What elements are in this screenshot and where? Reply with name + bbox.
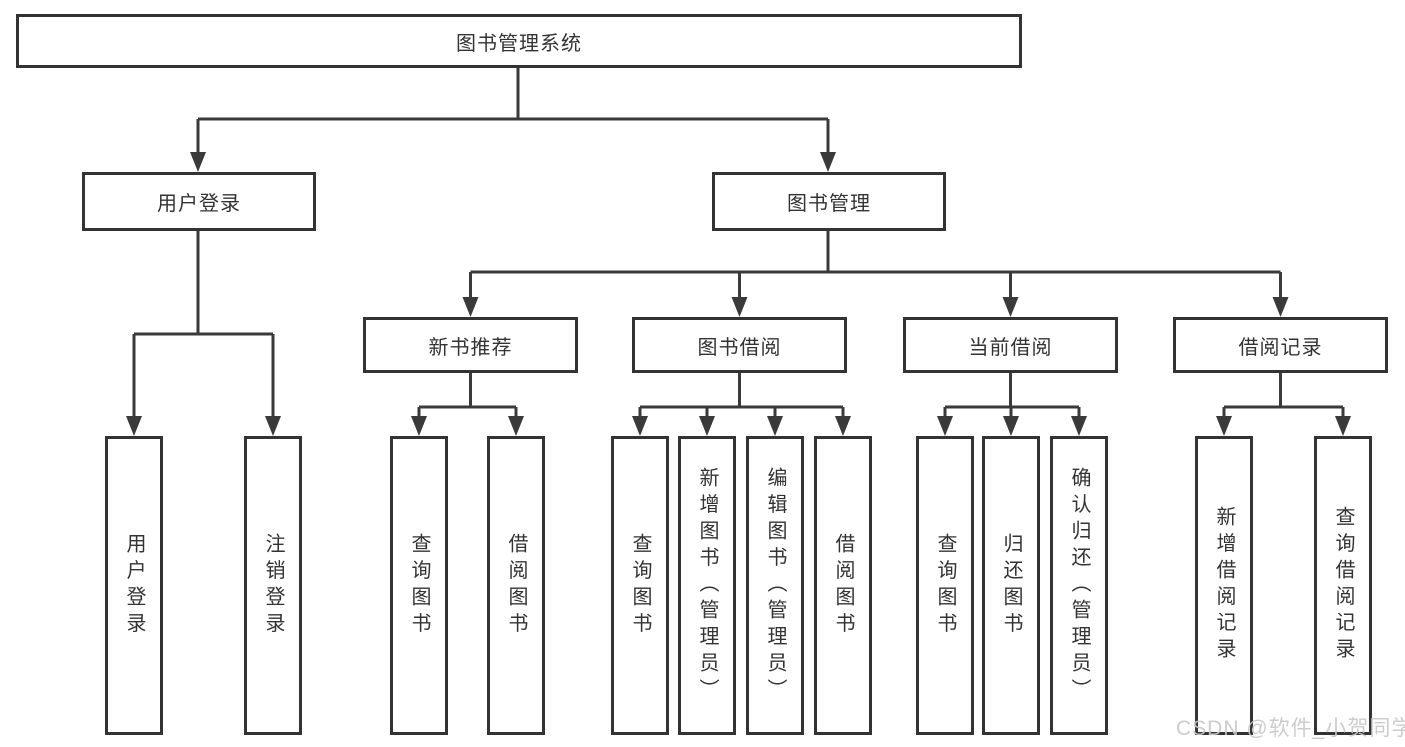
arrow-down-icon [462,297,479,317]
arrow-down-icon [411,416,427,436]
node-label: 查询图书 [629,532,651,639]
node-label: 借阅图书 [505,532,527,639]
arrow-down-icon [265,416,281,436]
arrow-down-icon [1003,416,1019,436]
node-leaf-query-books-2: 查询图书 [611,436,669,735]
arrow-down-icon [767,416,783,436]
node-leaf-edit-book-admin: 编辑图书（管理员） [746,436,804,735]
node-book-borrowing: 图书借阅 [632,317,847,373]
node-leaf-add-borrow-record: 新增借阅记录 [1195,436,1253,735]
node-leaf-query-borrow-record: 查询借阅记录 [1314,436,1372,735]
arrow-down-icon [190,152,206,172]
node-label: 新增借阅记录 [1213,506,1235,665]
connector-path [132,68,1345,420]
node-root: 图书管理系统 [16,14,1022,68]
arrow-down-icon [820,152,836,172]
node-label: 注销登录 [262,532,284,639]
arrow-down-icon [1002,297,1019,317]
arrow-down-icon [1335,416,1351,436]
arrow-down-icon [632,416,648,436]
node-label: 编辑图书（管理员） [764,466,786,705]
node-label: 借阅图书 [832,532,854,639]
node-label: 查询借阅记录 [1332,506,1354,665]
arrow-down-icon [126,416,142,436]
node-current-borrowing: 当前借阅 [903,317,1118,373]
node-leaf-borrow-books-2: 借阅图书 [814,436,872,735]
arrow-down-icon [699,416,715,436]
node-label: 查询图书 [408,532,430,639]
arrow-down-icon [835,416,851,436]
arrow-down-icon [1272,297,1289,317]
node-borrowing-records: 借阅记录 [1173,317,1388,373]
arrow-down-icon [1071,416,1087,436]
node-leaf-query-books-1: 查询图书 [390,436,448,735]
node-leaf-logout: 注销登录 [244,436,302,735]
arrow-down-icon [731,297,748,317]
node-user-login: 用户登录 [82,172,316,231]
arrow-down-icon [1216,416,1232,436]
node-leaf-query-books-3: 查询图书 [916,436,974,735]
node-leaf-user-login: 用户登录 [105,436,163,735]
node-book-management: 图书管理 [712,172,946,231]
node-leaf-return-books: 归还图书 [982,436,1040,735]
node-label: 归还图书 [1000,532,1022,639]
node-label: 新增图书（管理员） [696,466,718,705]
node-leaf-confirm-return-admin: 确认归还（管理员） [1050,436,1108,735]
arrow-down-icon [937,416,953,436]
node-leaf-add-book-admin: 新增图书（管理员） [678,436,736,735]
node-label: 确认归还（管理员） [1068,466,1090,705]
node-leaf-borrow-books-1: 借阅图书 [487,436,545,735]
arrow-down-icon [508,416,524,436]
watermark: CSDN @软件_小贺同学 [1176,717,1405,740]
node-label: 用户登录 [123,532,145,639]
node-new-book-recommendation: 新书推荐 [363,317,578,373]
node-label: 查询图书 [934,532,956,639]
